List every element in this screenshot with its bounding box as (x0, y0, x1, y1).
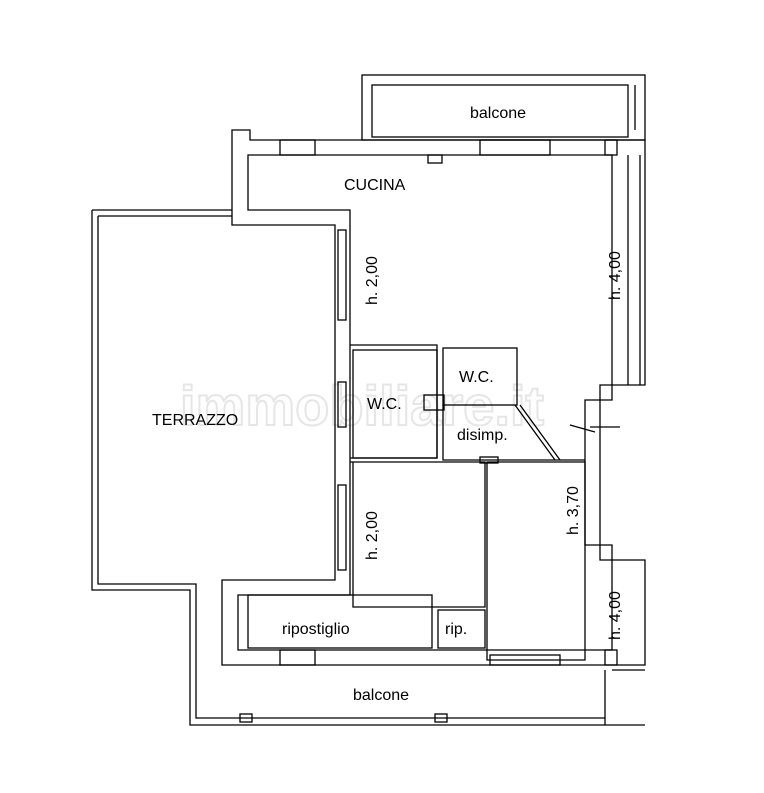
terrace-outline (91, 209, 645, 726)
height-kitchen-right: h. 4,00 (607, 251, 624, 300)
outer-wall (221, 129, 646, 666)
disimpegno-room (442, 405, 585, 461)
label-rip: rip. (445, 621, 467, 638)
label-balcone-top: balcone (470, 105, 526, 122)
label-balcone-bottom: balcone (353, 687, 409, 704)
height-kitchen-left: h. 2,00 (364, 256, 381, 305)
wc-right-room (442, 347, 518, 406)
label-cucina: CUCINA (344, 177, 406, 194)
room-lower-right (486, 461, 586, 661)
label-ripostiglio: ripostiglio (282, 621, 350, 638)
ripostiglio-room (247, 594, 433, 649)
label-wc-right: W.C. (459, 369, 494, 386)
rip-room (437, 609, 486, 649)
label-terrazzo: TERRAZZO (152, 412, 238, 429)
room-lower-left (350, 461, 486, 608)
height-room-lower-right: h. 3,70 (565, 486, 582, 535)
label-disimpegno: disimp. (457, 427, 508, 444)
label-wc-left: W.C. (367, 396, 402, 413)
height-room-corner: h. 4,00 (607, 591, 624, 640)
wc-left-room (352, 349, 438, 459)
height-room-lower-left: h. 2,00 (364, 511, 381, 560)
